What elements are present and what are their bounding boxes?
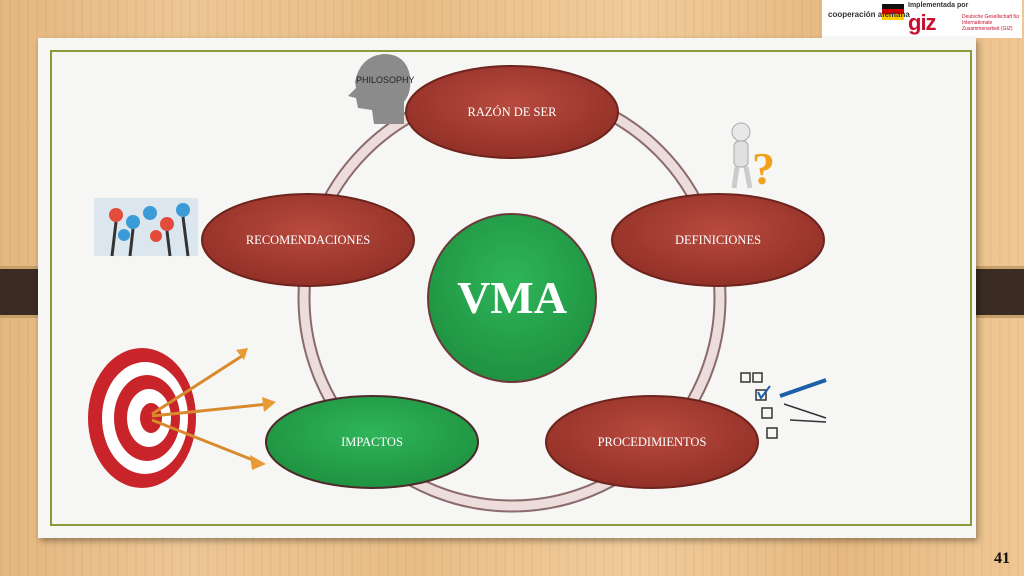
- center-label: VMA: [457, 272, 567, 323]
- node-procedimientos[interactable]: PROCEDIMIENTOS: [545, 395, 759, 489]
- svg-text:?: ?: [752, 143, 775, 194]
- node-impactos[interactable]: IMPACTOS: [265, 395, 479, 489]
- node-razon-de-ser[interactable]: RAZÓN DE SER: [405, 65, 619, 159]
- giz-subtitle: Deutsche Gesellschaft für Internationale…: [962, 14, 1020, 32]
- target-arrows-icon: [88, 348, 276, 488]
- implemented-by-text: Implementada por: [908, 2, 969, 9]
- philosophy-word: PHILOSOPHY: [356, 75, 415, 85]
- giz-wordmark: giz: [908, 10, 937, 35]
- node-recomendaciones[interactable]: RECOMENDACIONES: [201, 193, 415, 287]
- node-definiciones[interactable]: DEFINICIONES: [611, 193, 825, 287]
- node-label-definiciones: DEFINICIONES: [675, 233, 761, 247]
- checklist-icon: [740, 372, 827, 439]
- philosophy-head-icon: PHILOSOPHY: [348, 54, 415, 124]
- node-label-razon-de-ser: RAZÓN DE SER: [468, 105, 558, 119]
- cooperation-logo: cooperación alemana Implementada por giz…: [822, 0, 1022, 38]
- voting-hands-icon: [94, 198, 198, 257]
- node-label-impactos: IMPACTOS: [341, 435, 403, 449]
- cooperation-text: cooperación alemana: [828, 10, 910, 19]
- germany-flag-icon: [882, 4, 904, 20]
- page-number: 41: [994, 550, 1010, 567]
- node-label-procedimientos: PROCEDIMIENTOS: [598, 435, 707, 449]
- node-label-recomendaciones: RECOMENDACIONES: [246, 233, 370, 247]
- center-node-vma[interactable]: VMA: [427, 213, 597, 383]
- slide-frame: [50, 50, 972, 526]
- question-person-icon: ?: [731, 122, 775, 194]
